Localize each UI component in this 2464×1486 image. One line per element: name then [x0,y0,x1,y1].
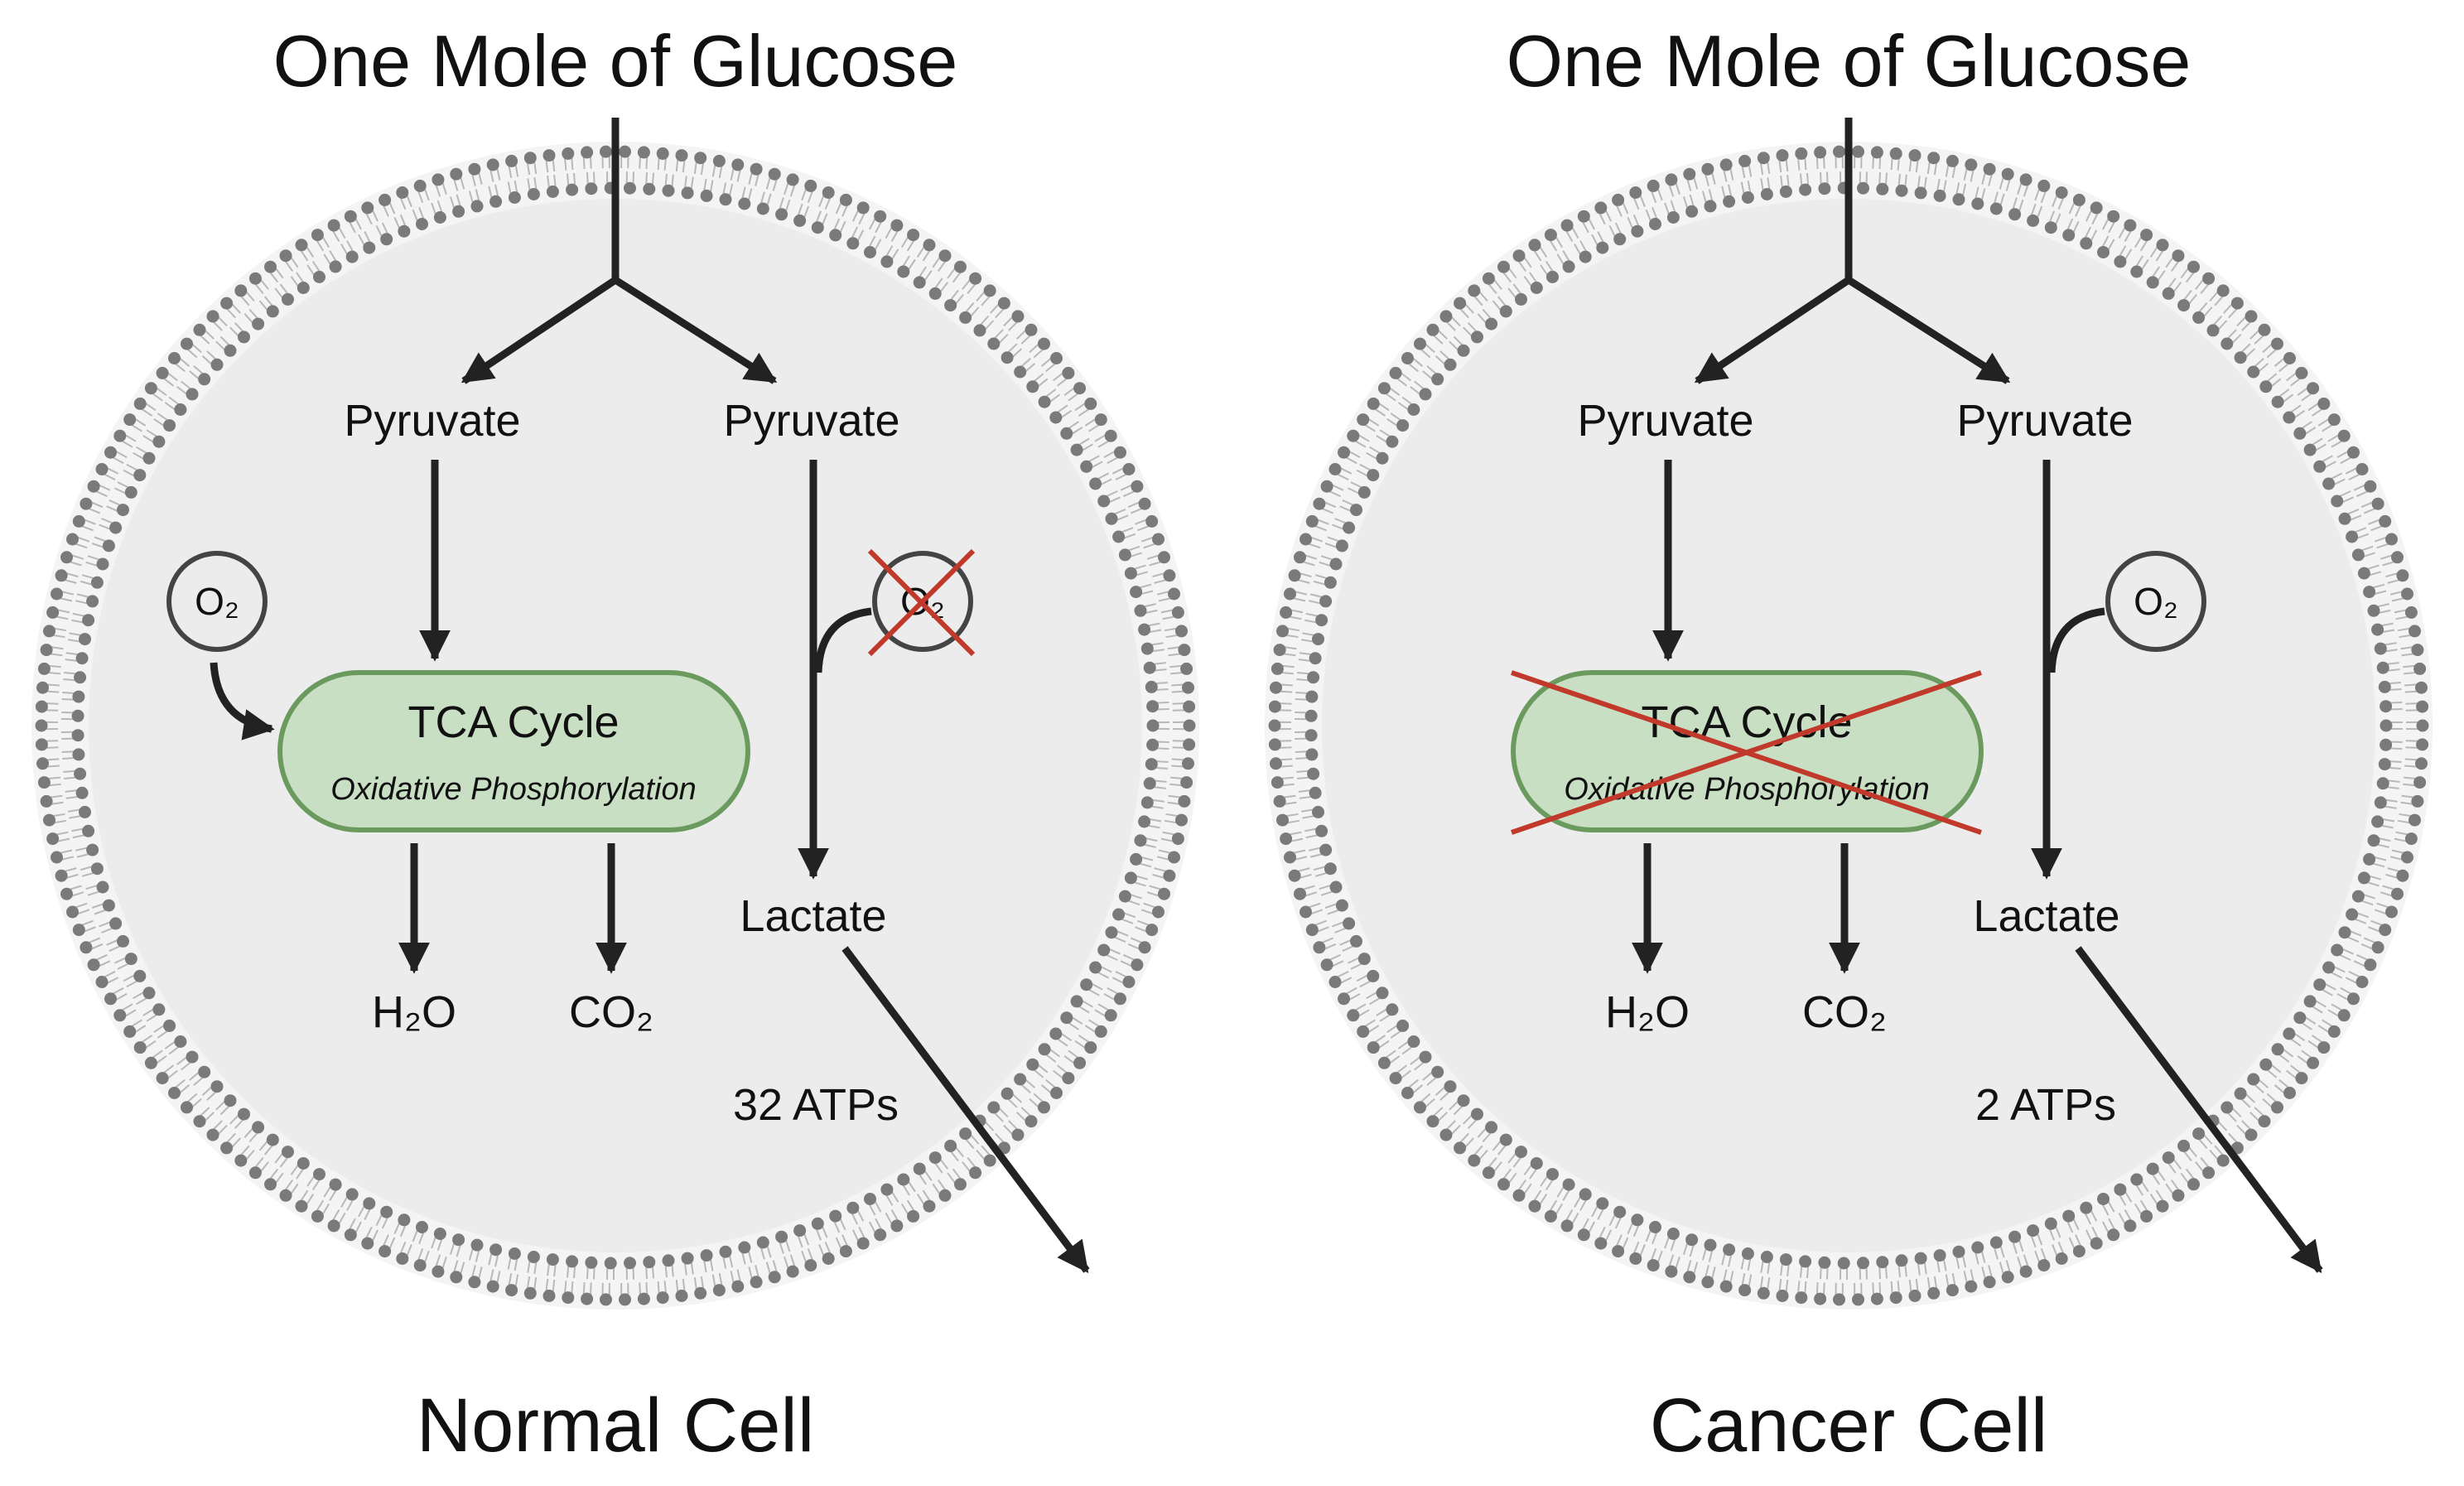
cancer-co2-label: CO₂ [1802,987,1887,1037]
normal-cell-label: Normal Cell [417,1383,815,1468]
normal-pyruvate-right: Pyruvate [723,396,899,446]
normal-lactate-label: Lactate [740,891,886,941]
cancer-atp-label: 2 ATPs [1975,1080,2116,1130]
cancer-split-arrow-left [1694,277,1851,384]
normal-cell-panel: One Mole of Glucose Pyruvate Pyruvate O₂… [31,20,1199,1468]
normal-glucose-title: One Mole of Glucose [273,20,958,102]
cancer-split-arrow-right [1846,277,2011,384]
cancer-tca-subtitle: Oxidative Phosphorylation [1564,772,1929,807]
cancer-oxygen-connector [2047,607,2105,673]
normal-cell-membrane-lipid-tails-2 [60,171,1170,1281]
cancer-tca-cross-line-2 [1511,670,1982,835]
normal-water-label: H₂O [372,987,456,1037]
cancer-cell-label: Cancer Cell [1650,1383,2048,1468]
normal-oxygen-right-connector [814,607,872,673]
cancer-glucose-title: One Mole of Glucose [1507,20,2192,102]
normal-split-arrow-left [460,277,618,384]
cancer-tca-title: TCA Cycle [1641,697,1852,747]
cancer-lactate-label: Lactate [1973,891,2119,941]
cancer-lactate-export-arrow [2075,946,2323,1274]
cancer-cell-panel: One Mole of Glucose Pyruvate Pyruvate TC… [1265,20,2433,1468]
cancer-pyruvate-right: Pyruvate [1956,396,2133,446]
normal-lactate-export-arrow [841,946,1090,1274]
normal-pyruvate-left: Pyruvate [344,396,520,446]
normal-cell-membrane-lipid-tails-1 [41,151,1190,1300]
normal-oxygen-to-tca-arrow [210,662,275,741]
normal-oxygen-left-label: O₂ [195,580,239,623]
cancer-cell-membrane-lipid-tails-1 [1274,151,2423,1300]
cancer-cell-membrane-lipid-tails-2 [1294,171,2404,1281]
normal-oxygen-left-circle [166,551,268,652]
normal-tca-title: TCA Cycle [407,697,619,747]
normal-tca-subtitle: Oxidative Phosphorylation [330,772,696,807]
normal-atp-label: 32 ATPs [733,1080,899,1130]
cancer-oxygen-label: O₂ [2134,580,2178,623]
cancer-pyruvate-left: Pyruvate [1577,396,1753,446]
normal-oxygen-cross-line-2 [867,548,976,657]
cancer-oxygen-circle [2105,551,2206,652]
normal-split-arrow-right [613,277,778,384]
normal-co2-label: CO₂ [569,987,653,1037]
cancer-water-label: H₂O [1605,987,1690,1037]
normal-tca-cycle-box [277,670,750,832]
